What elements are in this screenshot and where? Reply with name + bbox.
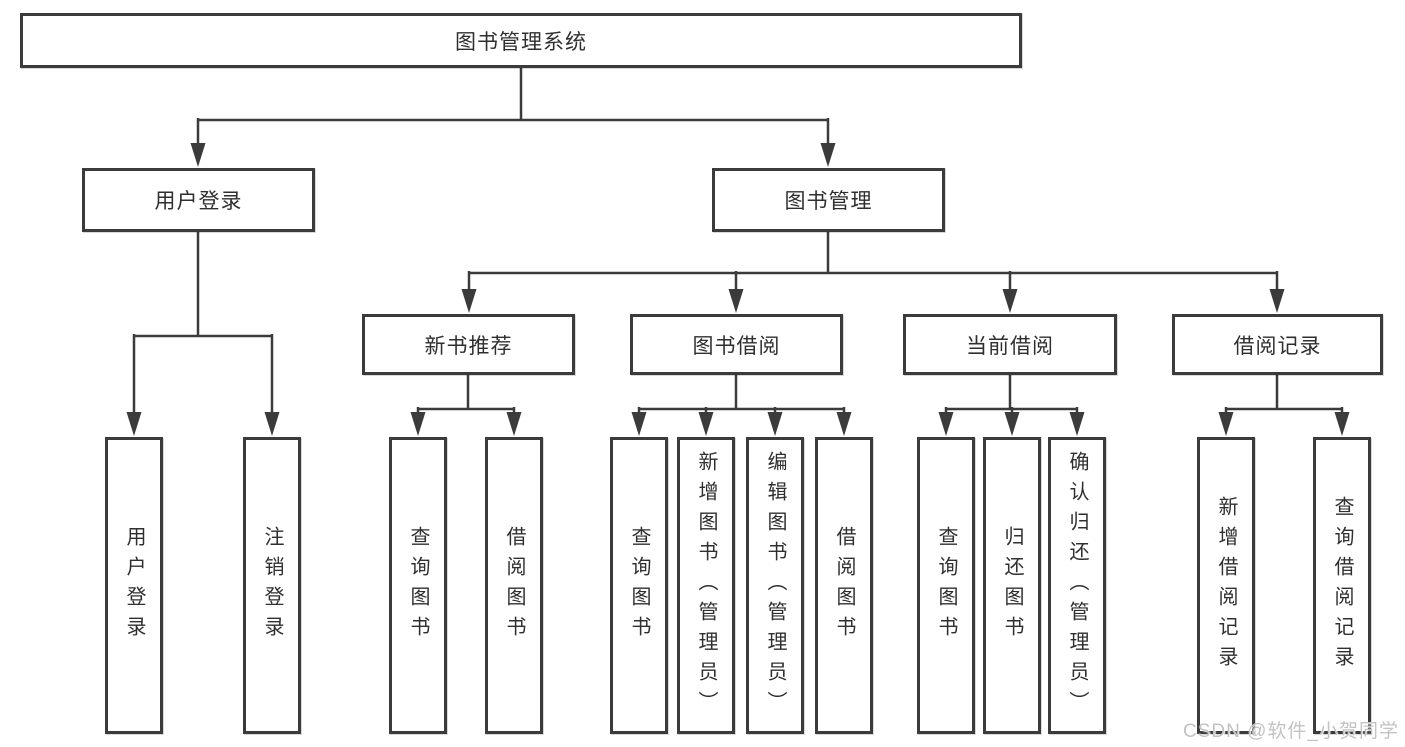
node-book-borrow: 图书借阅: [630, 314, 843, 375]
leaf-user-login: 用户登录: [105, 437, 163, 734]
csdn-watermark: CSDN @软件_小贺同学: [1183, 721, 1399, 742]
node-library-management-system: 图书管理系统: [20, 13, 1022, 68]
leaf-query-borrow-record: 查询借阅记录: [1313, 437, 1371, 734]
arrowheads: [126, 143, 1350, 436]
leaf-logout: 注销登录: [243, 437, 301, 734]
leaf-edit-books-admin: 编辑图书（管理员）: [746, 437, 804, 734]
leaf-add-books-admin: 新增图书（管理员）: [677, 437, 735, 734]
node-new-book-recommend: 新书推荐: [362, 314, 575, 375]
node-current-borrow: 当前借阅: [903, 314, 1117, 375]
leaf-add-borrow-record: 新增借阅记录: [1197, 437, 1255, 734]
node-user-login-branch: 用户登录: [82, 168, 315, 232]
leaf-borrow-books-recommend: 借阅图书: [485, 437, 543, 734]
node-borrow-records: 借阅记录: [1172, 314, 1383, 375]
leaf-return-books: 归还图书: [983, 437, 1041, 734]
connector-stems: [132, 68, 1344, 420]
leaf-borrow-books: 借阅图书: [815, 437, 873, 734]
leaf-query-books-borrow: 查询图书: [610, 437, 668, 734]
leaf-confirm-return-admin: 确认归还（管理员）: [1048, 437, 1106, 734]
leaf-query-books-current: 查询图书: [917, 437, 975, 734]
leaf-query-books-recommend: 查询图书: [389, 437, 447, 734]
node-book-management-branch: 图书管理: [712, 168, 945, 232]
